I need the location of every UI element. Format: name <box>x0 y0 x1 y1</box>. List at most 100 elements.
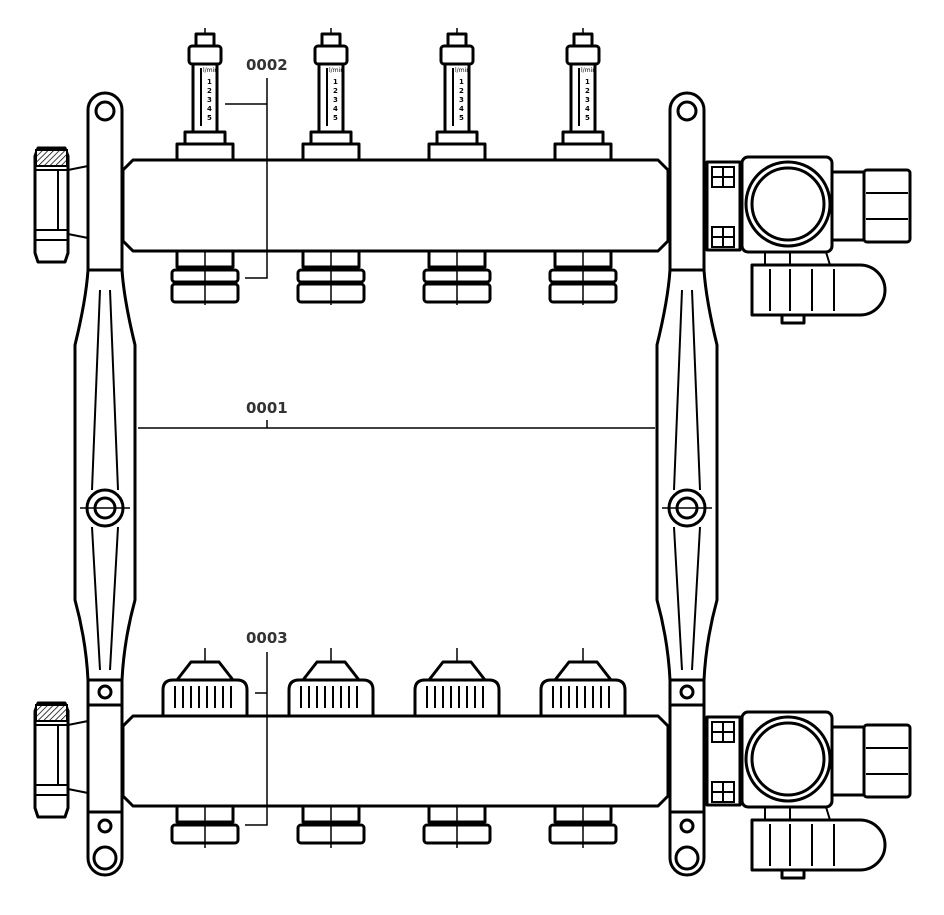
valve-ball <box>750 166 826 242</box>
mounting-hole-icon <box>97 684 113 700</box>
mounting-hole-icon <box>97 818 113 834</box>
meter-cap-top <box>572 32 594 48</box>
scale-unit: l/min <box>203 67 218 74</box>
scale-mark: 5 <box>459 114 464 122</box>
fitting-neck <box>67 720 89 794</box>
meter-base <box>183 130 227 146</box>
scale-mark: 1 <box>585 78 590 86</box>
nut-detail <box>866 192 908 220</box>
callout-label-0001: 0001 <box>246 399 288 417</box>
supply-outlet-connector <box>170 249 240 305</box>
scale-mark: 4 <box>333 105 338 113</box>
scale-unit: l/min <box>581 67 596 74</box>
bracket-leg-detail <box>673 289 701 671</box>
meter-glass-tube <box>317 62 345 134</box>
end-cap-fitting <box>33 701 89 819</box>
scale-mark: 1 <box>333 78 338 86</box>
hex-nut-detail <box>36 724 67 796</box>
meter-cap <box>187 44 223 66</box>
scale-mark: 3 <box>585 96 590 104</box>
scale-mark: 2 <box>585 87 590 95</box>
meter-base <box>561 130 605 146</box>
return-outlet-connector <box>170 804 240 848</box>
scale-mark: 5 <box>207 114 212 122</box>
valve-top <box>427 660 487 682</box>
callout-label-0002: 0002 <box>246 56 288 74</box>
scale-mark: 4 <box>585 105 590 113</box>
union-detail <box>711 721 735 803</box>
return-valve-4 <box>539 648 627 848</box>
handle-stem <box>780 868 806 880</box>
valve-top <box>301 660 361 682</box>
handle-stem <box>780 313 806 325</box>
meter-nut <box>427 142 487 162</box>
fitting-neck <box>67 165 89 239</box>
knurl-lines <box>552 686 610 708</box>
handle-links <box>764 251 831 266</box>
supply-outlet-connector <box>548 249 618 305</box>
scale-unit: l/min <box>329 67 344 74</box>
supply-outlet-connector <box>422 249 492 305</box>
mounting-hole-icon <box>92 845 118 871</box>
meter-cap-top <box>446 32 468 48</box>
right-mounting-bracket <box>655 91 719 877</box>
meter-base <box>309 130 353 146</box>
return-valve-1 <box>161 648 249 848</box>
meter-nut <box>553 142 613 162</box>
bracket-leg-detail <box>91 289 119 671</box>
return-outlet-connector <box>296 804 366 848</box>
meter-glass-tube <box>443 62 471 134</box>
valve-top <box>553 660 613 682</box>
union-detail <box>711 166 735 248</box>
supply-ball-valve <box>705 155 912 325</box>
scale-mark: 4 <box>459 105 464 113</box>
return-manifold-bar <box>121 714 670 808</box>
bracket-leg <box>73 268 137 682</box>
valve-top <box>175 660 235 682</box>
scale-unit: l/min <box>455 67 470 74</box>
meter-nut <box>175 142 235 162</box>
bracket-upper-plate <box>86 91 124 272</box>
callout-label-0003: 0003 <box>246 629 288 647</box>
return-valve-3 <box>413 648 501 848</box>
scale-mark: 2 <box>333 87 338 95</box>
mounting-hole-icon <box>674 845 700 871</box>
meter-base <box>435 130 479 146</box>
knurl-lines <box>426 686 484 708</box>
scale-mark: 4 <box>207 105 212 113</box>
valve-ball <box>750 721 826 797</box>
meter-glass-tube <box>191 62 219 134</box>
mounting-hole-icon <box>679 818 695 834</box>
meter-nut <box>301 142 361 162</box>
bracket-upper-plate <box>668 91 706 272</box>
scale-mark: 1 <box>207 78 212 86</box>
meter-cap <box>439 44 475 66</box>
scale-mark: 5 <box>585 114 590 122</box>
return-ball-valve <box>705 710 912 880</box>
left-mounting-bracket <box>73 91 137 877</box>
valve-union-nut <box>862 168 912 244</box>
scale-mark: 1 <box>459 78 464 86</box>
return-valve-2 <box>287 648 375 848</box>
valve-outlet <box>830 725 866 797</box>
meter-cap <box>313 44 349 66</box>
callout-manifold: 0001 <box>138 399 655 429</box>
meter-cap <box>565 44 601 66</box>
meter-cap-top <box>320 32 342 48</box>
valve-union-nut <box>862 723 912 799</box>
end-cap-fitting <box>33 146 89 264</box>
mounting-hole-icon <box>676 100 698 122</box>
scale-mark: 2 <box>459 87 464 95</box>
valve-outlet <box>830 170 866 242</box>
valve-handle <box>750 263 887 317</box>
scale-mark: 2 <box>207 87 212 95</box>
return-outlet-connector <box>548 804 618 848</box>
callout-valves: 0003 <box>245 629 288 826</box>
callout-flow-meters: 0002 <box>225 56 288 279</box>
nut-detail <box>866 747 908 775</box>
